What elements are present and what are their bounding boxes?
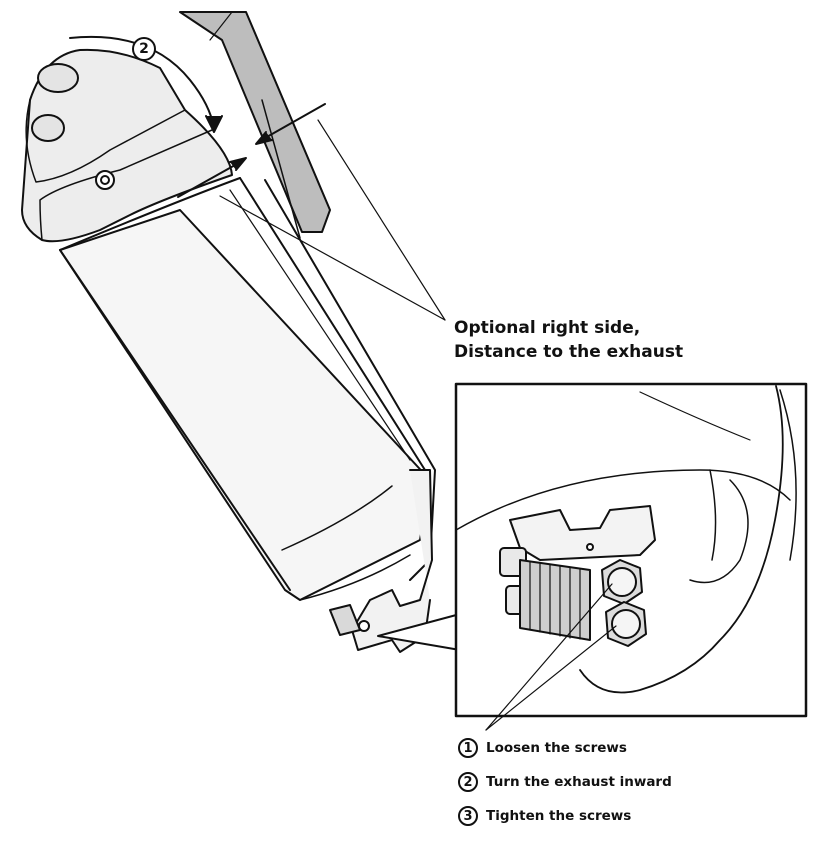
distance-indicator bbox=[177, 103, 446, 321]
detail-inset bbox=[454, 382, 808, 731]
step-number-badge: 2 bbox=[458, 772, 478, 792]
step-label: Turn the exhaust inward bbox=[486, 774, 672, 790]
callout-line-1: Optional right side, bbox=[454, 318, 641, 338]
rotation-arrow bbox=[69, 35, 215, 129]
step-number-badge: 1 bbox=[458, 738, 478, 758]
legend-item: 3 Tighten the screws bbox=[458, 799, 672, 833]
step-number-badge: 3 bbox=[458, 806, 478, 826]
legend-item: 1 Loosen the screws bbox=[458, 731, 672, 765]
mounting-strut bbox=[179, 11, 331, 239]
exhaust-muffler bbox=[21, 48, 436, 653]
step-label: Tighten the screws bbox=[486, 808, 632, 824]
legend-item: 2 Turn the exhaust inward bbox=[458, 765, 672, 799]
steps-legend: 1 Loosen the screws 2 Turn the exhaust i… bbox=[458, 731, 672, 833]
rotation-arrowhead bbox=[205, 115, 223, 133]
step-2-marker-number: 2 bbox=[139, 41, 149, 57]
distance-callout: Optional right side, Distance to the exh… bbox=[454, 316, 683, 364]
callout-line-2: Distance to the exhaust bbox=[454, 342, 684, 362]
step-label: Loosen the screws bbox=[486, 740, 627, 756]
step-2-marker: 2 bbox=[132, 37, 156, 61]
